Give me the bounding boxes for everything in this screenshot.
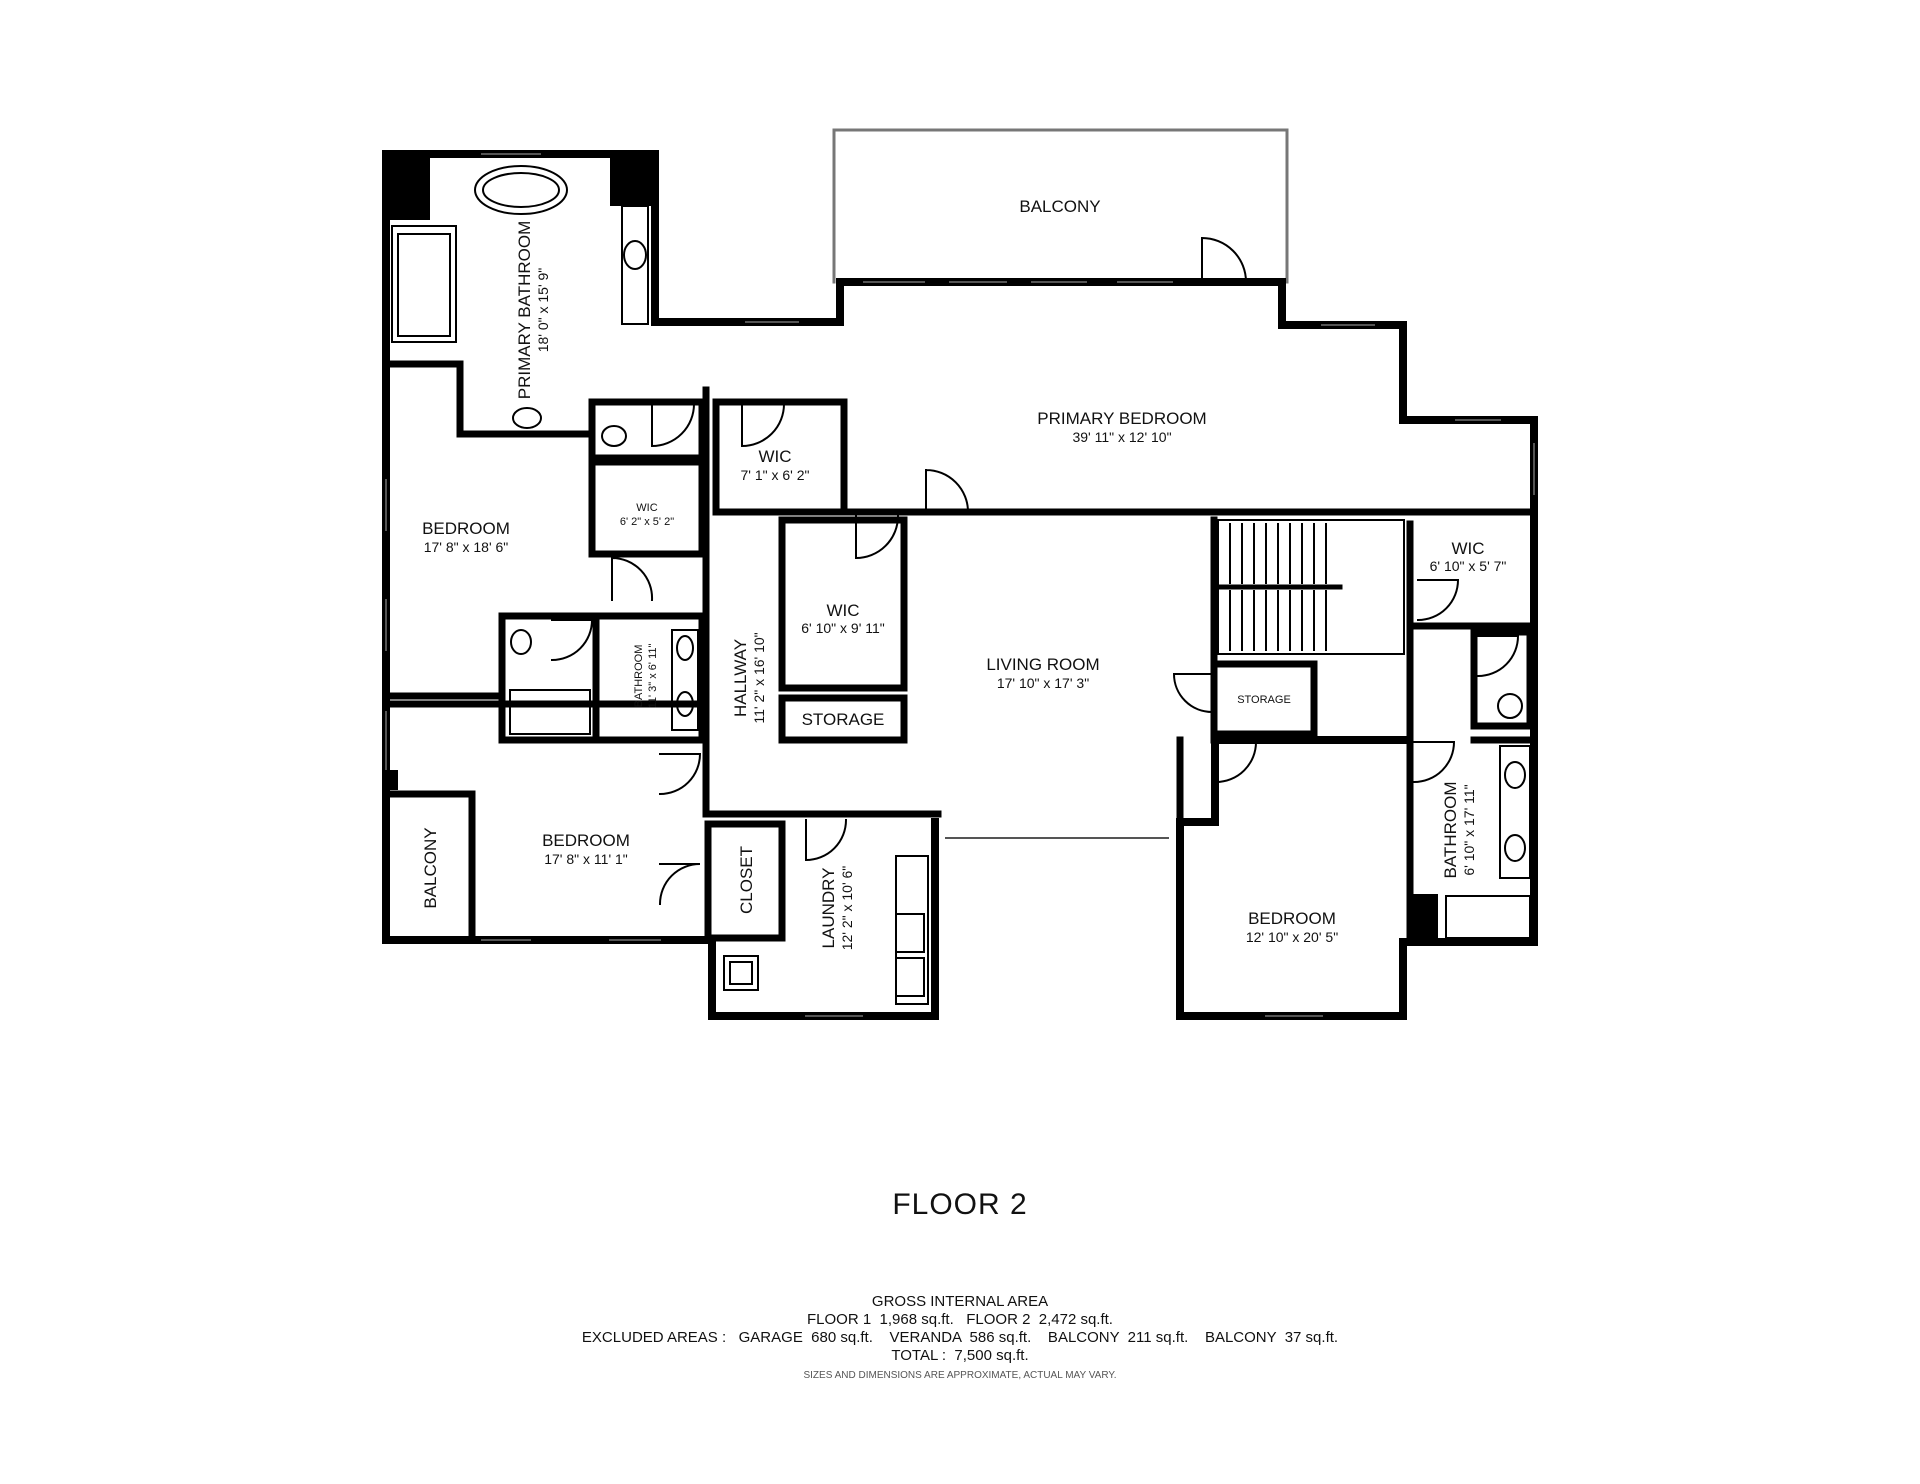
wic-2-label: WIC: [826, 601, 859, 620]
floor-title: FLOOR 2: [892, 1188, 1028, 1221]
summary-heading: GROSS INTERNAL AREA: [871, 1293, 1049, 1310]
laundry-label: LAUNDRY: [819, 868, 838, 949]
laundry-dims: 12' 2" x 10' 6": [839, 866, 855, 951]
windows: [385, 153, 1535, 1017]
wall-blocks: [382, 150, 1438, 944]
bedroom-2-label: BEDROOM: [542, 831, 630, 850]
wic-3-label: WIC: [1451, 539, 1484, 558]
bedroom-3-dims: 12' 10" x 20' 5": [1246, 929, 1338, 945]
closet-label: CLOSET: [737, 846, 756, 914]
bedroom-3-label: BEDROOM: [1248, 909, 1336, 928]
bedroom-1-label: BEDROOM: [422, 519, 510, 538]
balcony-side-label: BALCONY: [421, 827, 440, 908]
primary-bedroom-dims: 39' 11" x 12' 10": [1072, 429, 1171, 445]
wic-small-label: WIC: [636, 502, 657, 514]
summary-total: TOTAL : 7,500 sq.ft.: [891, 1347, 1029, 1364]
wic-1-label: WIC: [758, 447, 791, 466]
storage-2-label: STORAGE: [1237, 694, 1291, 706]
summary-excluded-areas: EXCLUDED AREAS : GARAGE 680 sq.ft. VERAN…: [581, 1329, 1339, 1346]
balcony-top-outline: [832, 128, 1289, 284]
bathroom-2-dims: 6' 10" x 17' 11": [1461, 784, 1477, 875]
bedroom-1-dims: 17' 8" x 18' 6": [424, 539, 509, 555]
living-room-dims: 17' 10" x 17' 3": [997, 675, 1089, 691]
summary-disclaimer: SIZES AND DIMENSIONS ARE APPROXIMATE, AC…: [803, 1370, 1117, 1381]
wic-2-dims: 6' 10" x 9' 11": [801, 620, 885, 636]
balcony-top-label: BALCONY: [1019, 197, 1100, 216]
living-room-label: LIVING ROOM: [986, 655, 1099, 674]
primary-bathroom-dims: 18' 0" x 15' 9": [535, 268, 551, 353]
interior-walls: [382, 360, 1538, 1020]
wic-small-dims: 6' 2" x 5' 2": [620, 516, 674, 528]
bedroom-2-dims: 17' 8" x 11' 1": [544, 851, 628, 867]
primary-bedroom-label: PRIMARY BEDROOM: [1037, 409, 1206, 428]
bathroom-1-dims: 11' 3" x 6' 11": [647, 644, 659, 709]
exterior-walls: [382, 150, 1538, 1020]
hallway-dims: 11' 2" x 16' 10": [751, 632, 767, 723]
area-summary: GROSS INTERNAL AREA FLOOR 1 1,968 sq.ft.…: [0, 1293, 1920, 1385]
fixtures: [391, 165, 1531, 1005]
bathroom-1-label: BATHROOM: [633, 645, 645, 708]
storage-1-label: STORAGE: [802, 710, 885, 729]
hallway-label: HALLWAY: [731, 639, 750, 717]
stairs: [1215, 519, 1405, 655]
door-swings: [550, 236, 1520, 906]
primary-bathroom-label: PRIMARY BATHROOM: [515, 221, 534, 400]
room-labels: BALCONY PRIMARY BATHROOM 18' 0" x 15' 9"…: [421, 197, 1506, 950]
wic-1-dims: 7' 1" x 6' 2": [741, 467, 810, 483]
bathroom-2-label: BATHROOM: [1441, 782, 1460, 879]
summary-floor-areas: FLOOR 1 1,968 sq.ft. FLOOR 2 2,472 sq.ft…: [807, 1311, 1113, 1328]
wic-3-dims: 6' 10" x 5' 7": [1430, 558, 1507, 574]
